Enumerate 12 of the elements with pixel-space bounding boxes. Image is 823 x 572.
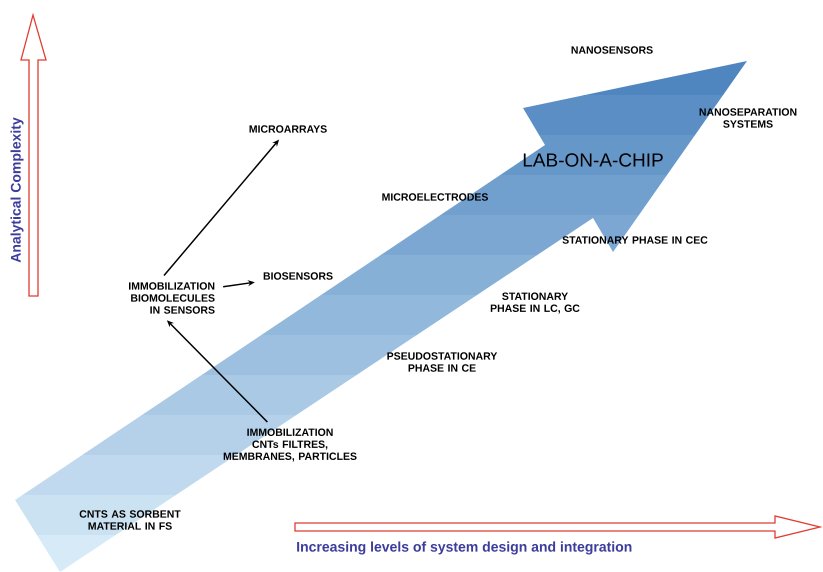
stage-label: STATIONARY PHASE IN CEC [562,236,708,244]
axis-label: Analytical Complexity [10,117,24,262]
axis-label: Increasing levels of system design and integration [297,541,632,555]
stage-label: CNTS AS SORBENT MATERIAL IN FS [80,510,181,530]
node-text: BIOSENSORS [264,272,333,280]
stage-label: NANOSENSORS [572,46,653,54]
stage-label: LAB-ON-A-CHIP [524,153,663,167]
node-text: IMMOBILIZATION BIOMOLECULES IN SENSORS [129,282,215,314]
node-text: IMMOBILIZATION CNTs FILTRES, MEMBRANES, PARTICLES [224,428,357,462]
stage-label: STATIONARY PHASE IN LC, GC [490,292,580,314]
node-text: MICROARRAYS [250,125,327,133]
stage-label: PSEUDOSTATIONARY PHASE IN CE [387,352,498,372]
